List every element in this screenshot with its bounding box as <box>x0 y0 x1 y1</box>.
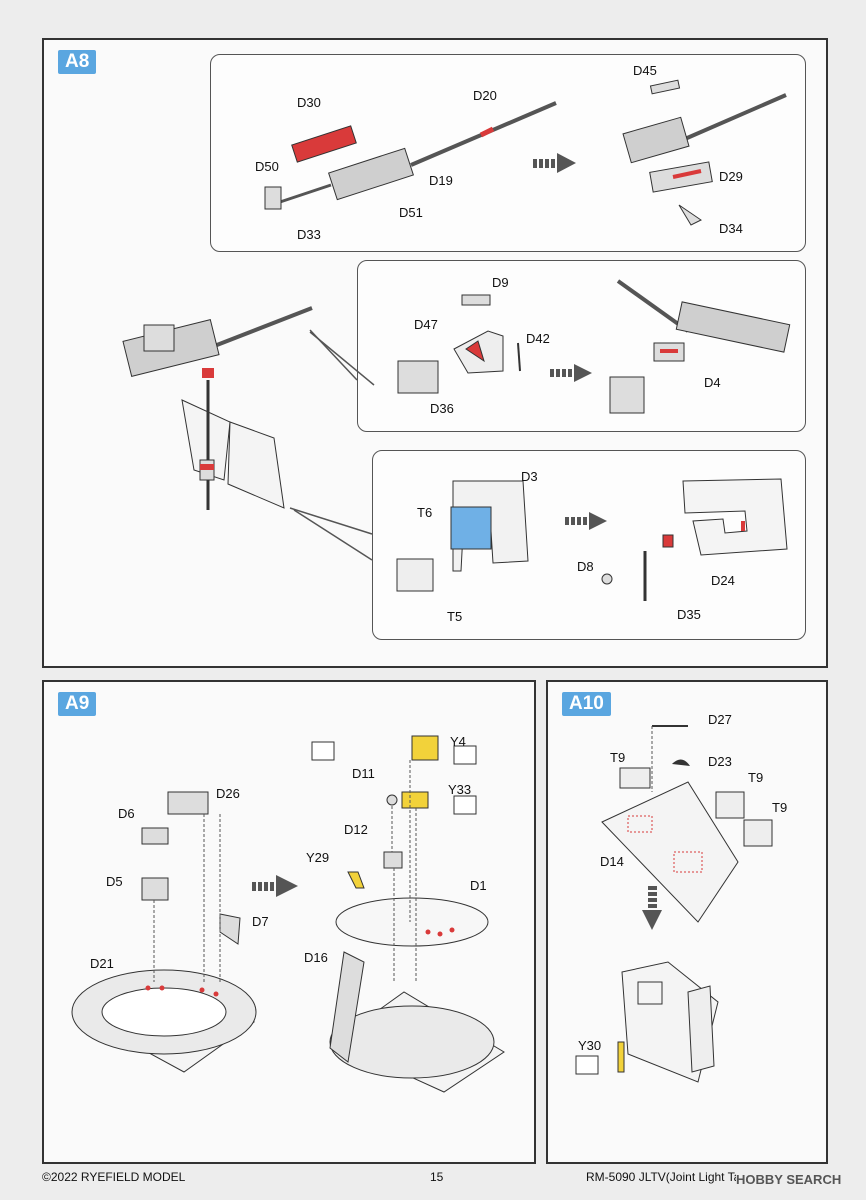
step-a9-badge: A9 <box>58 692 97 716</box>
label-d3: D3 <box>521 469 538 484</box>
a8-ammo-box-diagram <box>397 279 791 414</box>
label-y4: Y4 <box>450 734 466 749</box>
step-a8-panel: A8 D30 D20 D50 D19 D51 D33 <box>42 38 828 668</box>
label-d34: D34 <box>719 221 743 236</box>
label-t5: T5 <box>447 609 463 624</box>
label-y33: Y33 <box>448 782 472 797</box>
label-d12: D12 <box>344 822 368 837</box>
a10-hatch-diagram <box>575 725 773 1083</box>
label-d24: D24 <box>711 573 735 588</box>
label-d8: D8 <box>577 559 594 574</box>
a8-shield-diagram <box>396 478 788 601</box>
label-d33: D33 <box>297 227 321 242</box>
label-d9: D9 <box>492 275 509 290</box>
label-d16: D16 <box>304 950 328 965</box>
label-y30: Y30 <box>578 1038 602 1053</box>
label-t6: T6 <box>417 505 433 520</box>
a8-subbox-gun-assembly: D30 D20 D50 D19 D51 D33 D45 D29 D34 <box>210 54 806 252</box>
label-d23: D23 <box>708 754 732 769</box>
label-d27: D27 <box>708 712 732 727</box>
label-d5: D5 <box>106 874 123 889</box>
step-a8-badge: A8 <box>58 50 97 74</box>
label-d7: D7 <box>252 914 269 929</box>
label-y29: Y29 <box>306 850 330 865</box>
label-d47: D47 <box>414 317 438 332</box>
label-d6: D6 <box>118 806 135 821</box>
label-d45: D45 <box>633 63 657 78</box>
label-d30: D30 <box>297 95 321 110</box>
step-a10-panel: A10 D27 T9 D23 T9 T9 D14 Y30 <box>546 680 828 1164</box>
label-d21: D21 <box>90 956 114 971</box>
label-d29: D29 <box>719 169 743 184</box>
label-d35: D35 <box>677 607 701 622</box>
label-d51: D51 <box>399 205 423 220</box>
a8-subbox-ammo-box: D9 D47 D42 D36 D4 <box>357 260 806 432</box>
label-d1: D1 <box>470 878 487 893</box>
footer-page-number: 15 <box>430 1170 444 1184</box>
footer-copyright: ©2022 RYEFIELD MODEL <box>42 1170 186 1184</box>
step-a9-panel: A9 D26 D6 D5 D7 D21 <box>42 680 536 1164</box>
label-t9-left: T9 <box>610 750 626 765</box>
label-d36: D36 <box>430 401 454 416</box>
label-t9-mid: T9 <box>748 770 764 785</box>
label-d26: D26 <box>216 786 240 801</box>
label-d50: D50 <box>255 159 279 174</box>
label-d11: D11 <box>352 766 375 781</box>
a8-gun-assembly-diagram <box>264 79 787 226</box>
label-d19: D19 <box>429 173 453 188</box>
a8-subbox-shield: D3 T6 T5 D8 D24 D35 <box>372 450 806 640</box>
label-d4: D4 <box>704 375 721 390</box>
label-d20: D20 <box>473 88 497 103</box>
footer-watermark: HOBBY SEARCH <box>736 1172 842 1187</box>
step-a10-badge: A10 <box>562 692 611 716</box>
label-d14: D14 <box>600 854 624 869</box>
a9-ring-mount-diagram <box>71 735 505 1093</box>
a8-mount-overview-diagram <box>122 306 375 561</box>
label-t9-right: T9 <box>772 800 788 815</box>
label-d42: D42 <box>526 331 550 346</box>
